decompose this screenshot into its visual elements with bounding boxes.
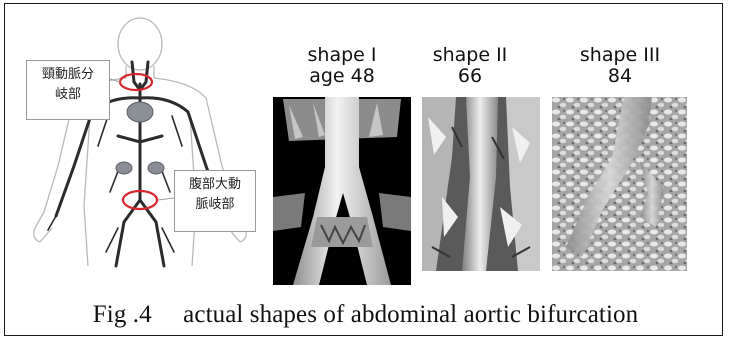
shape-name: shape I (282, 45, 402, 66)
callout-line: 岐部 (31, 85, 105, 105)
callout-line: 脈岐部 (179, 195, 251, 215)
kidney-right-shape (148, 162, 164, 174)
shape-1-label: shape I age 48 (282, 45, 402, 87)
heart-shape (127, 102, 153, 122)
abdominal-aortic-callout: 腹部大動 脈岐部 (174, 170, 256, 232)
shape-2-label: shape II 66 (420, 45, 520, 87)
carotid-bifurcation-callout: 頸動脈分 岐部 (26, 60, 110, 120)
callout-line: 腹部大動 (179, 175, 251, 195)
shape-age: 66 (420, 66, 520, 87)
kidney-left-shape (116, 162, 132, 174)
shape-age: 84 (555, 66, 685, 87)
shape-name: shape III (555, 45, 685, 66)
shape-3-scan-image (552, 97, 687, 271)
vascular-body-diagram (18, 16, 258, 278)
shape-2-scan-image (422, 97, 540, 271)
shape-3-label: shape III 84 (555, 45, 685, 87)
shape-age: age 48 (282, 66, 402, 87)
shape-name: shape II (420, 45, 520, 66)
shape-1-scan-image (273, 97, 411, 285)
figure-caption: Fig .4 actual shapes of abdominal aortic… (0, 294, 731, 330)
callout-line: 頸動脈分 (31, 65, 105, 85)
